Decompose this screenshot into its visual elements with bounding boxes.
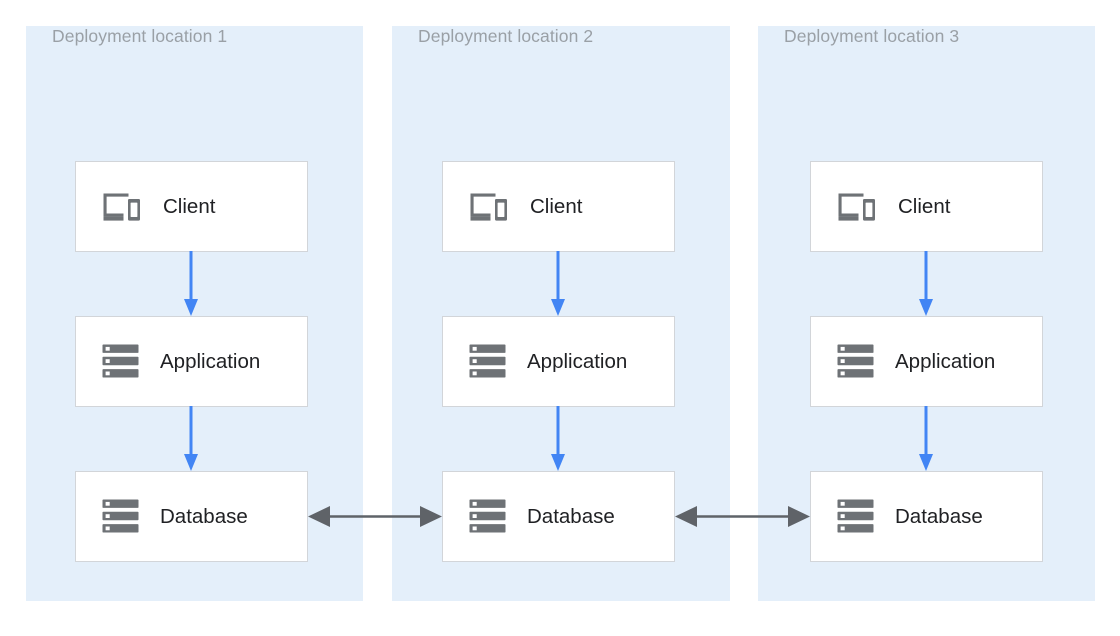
arrow-application-to-database-3	[915, 406, 937, 472]
arrow-client-to-application-2	[547, 251, 569, 317]
zone-title-3: Deployment location 3	[784, 26, 960, 46]
server-icon	[837, 498, 874, 535]
node-database-3[interactable]: Database	[810, 471, 1043, 562]
devices-icon	[102, 192, 142, 222]
node-client-1[interactable]: Client	[75, 161, 308, 252]
node-label-application-1: Application	[160, 349, 261, 373]
node-label-application-3: Application	[895, 349, 996, 373]
server-icon	[102, 343, 139, 380]
node-label-application-2: Application	[527, 349, 628, 373]
node-client-2[interactable]: Client	[442, 161, 675, 252]
server-icon	[102, 498, 139, 535]
devices-icon	[469, 192, 509, 222]
arrow-database-1-to-database-2	[308, 500, 442, 533]
arrow-client-to-application-3	[915, 251, 937, 317]
devices-icon	[837, 192, 877, 222]
zone-title-1: Deployment location 1	[52, 26, 228, 46]
arrow-client-to-application-1	[180, 251, 202, 317]
node-label-client-1: Client	[163, 194, 216, 218]
node-client-3[interactable]: Client	[810, 161, 1043, 252]
server-icon	[469, 498, 506, 535]
arrow-application-to-database-1	[180, 406, 202, 472]
node-label-database-2: Database	[527, 504, 615, 528]
node-label-client-2: Client	[530, 194, 583, 218]
node-database-1[interactable]: Database	[75, 471, 308, 562]
server-icon	[837, 343, 874, 380]
server-icon	[469, 343, 506, 380]
arrow-application-to-database-2	[547, 406, 569, 472]
node-application-1[interactable]: Application	[75, 316, 308, 407]
node-label-database-3: Database	[895, 504, 983, 528]
node-application-3[interactable]: Application	[810, 316, 1043, 407]
node-database-2[interactable]: Database	[442, 471, 675, 562]
node-label-client-3: Client	[898, 194, 951, 218]
node-label-database-1: Database	[160, 504, 248, 528]
node-application-2[interactable]: Application	[442, 316, 675, 407]
arrow-database-2-to-database-3	[675, 500, 810, 533]
zone-title-2: Deployment location 2	[418, 26, 594, 46]
